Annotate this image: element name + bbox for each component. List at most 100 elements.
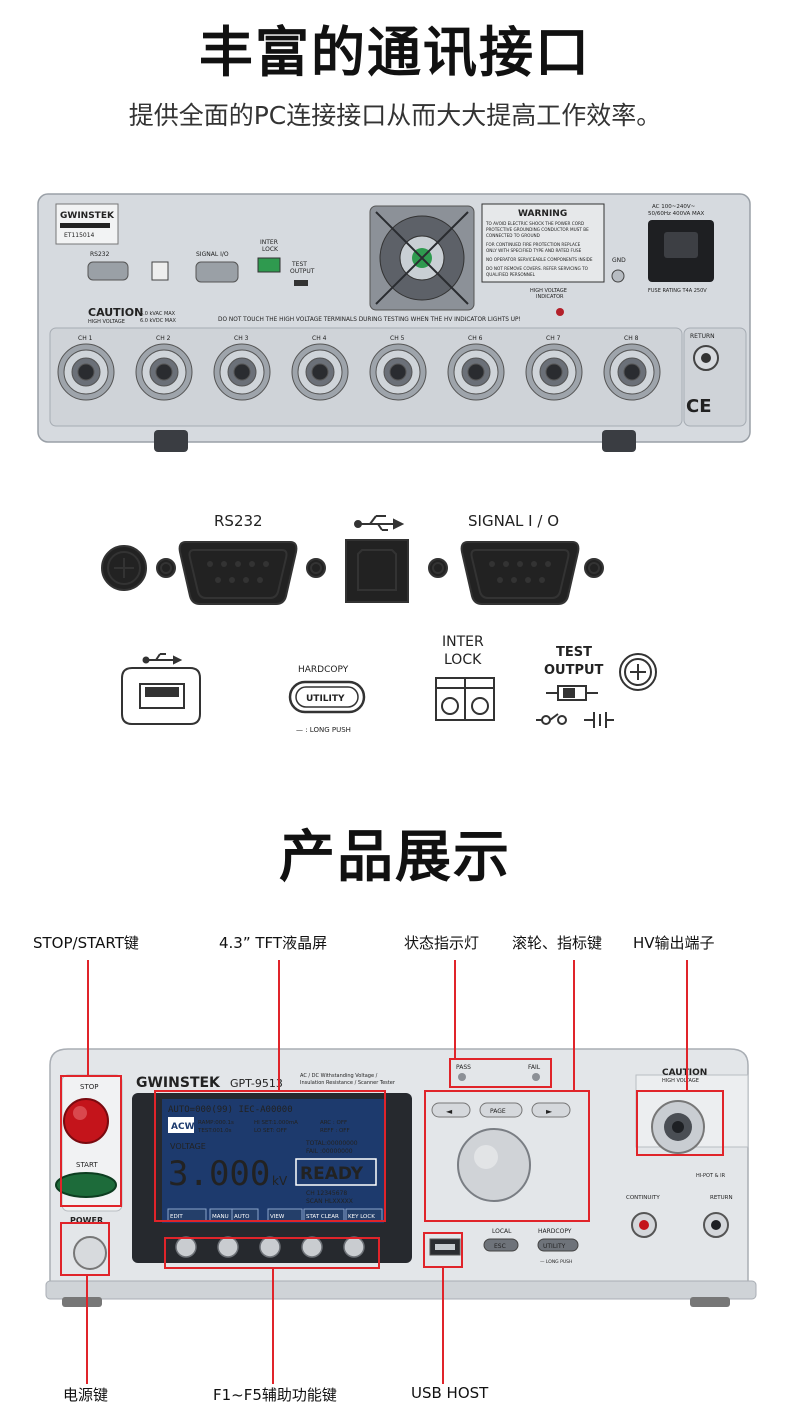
annotation-usb: USB HOST bbox=[411, 1384, 489, 1402]
warning-title: WARNING bbox=[518, 209, 567, 219]
ac-rating: AC 100~240V~ bbox=[652, 204, 696, 210]
svg-text:HIGH VOLTAGE: HIGH VOLTAGE bbox=[88, 319, 125, 325]
svg-text:PROTECTIVE GROUNDING CONDUCTOR: PROTECTIVE GROUNDING CONDUCTOR MUST BE bbox=[486, 227, 589, 232]
channel-label: CH 1 bbox=[78, 335, 93, 342]
power-button bbox=[73, 1236, 107, 1270]
front-return-label: RETURN bbox=[710, 1195, 733, 1201]
svg-text:DO NOT REMOVE COVERS. REFER SE: DO NOT REMOVE COVERS. REFER SERVICING TO bbox=[486, 266, 589, 271]
test-output-label-1: TEST bbox=[556, 645, 592, 660]
utility-front-key bbox=[537, 1238, 579, 1252]
screen-unit: kV bbox=[272, 1174, 288, 1188]
rear-rs232-label: RS232 bbox=[90, 251, 110, 258]
front-desc-1: AC / DC Withstanding Voltage / bbox=[300, 1073, 378, 1079]
callout-box-tft bbox=[154, 1090, 386, 1222]
lcd-screen bbox=[162, 1099, 384, 1223]
screen-reff: REFF : OFF bbox=[320, 1128, 350, 1134]
rs232-label: RS232 bbox=[214, 512, 263, 530]
svg-text:ONLY WITH SPECIFIED TYPE AND R: ONLY WITH SPECIFIED TYPE AND RATED FUSE bbox=[486, 248, 582, 253]
callout-line-fkeys bbox=[272, 1269, 274, 1384]
softkey-label: VIEW bbox=[270, 1214, 285, 1220]
callout-box-stop-start bbox=[60, 1075, 122, 1207]
annotation-status: 状态指示灯 bbox=[404, 934, 480, 952]
channel-terminal bbox=[311, 363, 329, 381]
svg-text:TO AVOID ELECTRIC SHOCK THE PO: TO AVOID ELECTRIC SHOCK THE POWER CORD bbox=[485, 221, 584, 226]
softkey-label: STAT CLEAR bbox=[306, 1214, 339, 1220]
screen-status: READY bbox=[300, 1164, 364, 1184]
rear-serial: ET115014 bbox=[64, 232, 95, 239]
gnd-terminal bbox=[611, 269, 625, 283]
rear-panel-image: GWINSTEK ET115014 RS232 SIGNAL I/O INTER… bbox=[37, 193, 751, 452]
screen-top-line: AUTO=000(99) IEC-A00000 bbox=[168, 1105, 293, 1115]
usb-a-symbol-icon bbox=[142, 653, 183, 665]
function-keys bbox=[175, 1236, 365, 1258]
rear-signal-port bbox=[195, 261, 239, 283]
usb-symbol-icon bbox=[354, 515, 405, 531]
section-title-interfaces: 丰富的通讯接口 bbox=[199, 21, 591, 84]
softkey-label: EDIT bbox=[170, 1214, 183, 1220]
svg-text:OUTPUT: OUTPUT bbox=[290, 268, 315, 275]
page-key bbox=[479, 1102, 523, 1118]
channel-terminal bbox=[233, 363, 251, 381]
rear-interlock-port bbox=[257, 257, 281, 273]
signal-io-label: SIGNAL I / O bbox=[468, 512, 559, 530]
svg-text:UTILITY: UTILITY bbox=[543, 1243, 566, 1250]
screen-test: TEST:001.0s bbox=[197, 1128, 232, 1134]
esc-key bbox=[483, 1238, 519, 1252]
svg-text:QUALIFIED PERSONNEL: QUALIFIED PERSONNEL bbox=[486, 272, 536, 277]
connector-pins bbox=[207, 561, 551, 583]
callout-box-hv-out bbox=[636, 1090, 724, 1156]
svg-text:ESC: ESC bbox=[494, 1243, 506, 1250]
left-arrow-key bbox=[431, 1102, 471, 1118]
svg-text:— LONG PUSH: — LONG PUSH bbox=[540, 1259, 572, 1265]
fuse-rating: FUSE RATING T4A 250V bbox=[648, 288, 707, 294]
svg-text:HIGH VOLTAGE: HIGH VOLTAGE bbox=[662, 1078, 699, 1084]
callout-box-status bbox=[449, 1058, 552, 1088]
start-button bbox=[55, 1172, 117, 1198]
annotation-stop-start: STOP/START键 bbox=[33, 934, 139, 952]
svg-text:NO OPERATOR SERVICEABLE COMPON: NO OPERATOR SERVICEABLE COMPONENTS INSID… bbox=[486, 257, 593, 262]
return-label: RETURN bbox=[690, 333, 715, 340]
ac-rating-2: 50/60Hz 400VA MAX bbox=[648, 211, 705, 217]
svg-text:◄: ◄ bbox=[446, 1107, 453, 1116]
svg-text:LOCK: LOCK bbox=[262, 246, 279, 253]
callout-box-power bbox=[60, 1222, 110, 1276]
screen-voltage-label: VOLTAGE bbox=[170, 1142, 206, 1151]
svg-text:CONNECTED TO GROUND: CONNECTED TO GROUND bbox=[486, 233, 540, 238]
rear-brand: GWINSTEK bbox=[60, 211, 115, 221]
softkey-label: AUTO bbox=[234, 1214, 250, 1220]
front-brand: GWINSTEK bbox=[136, 1075, 221, 1091]
channel-label: CH 6 bbox=[468, 335, 483, 342]
pass-led bbox=[458, 1073, 466, 1081]
annotation-hv-out: HV输出端子 bbox=[633, 934, 715, 952]
screen-mode: ACW bbox=[171, 1122, 195, 1132]
annotation-fkeys: F1~F5辅助功能键 bbox=[213, 1386, 337, 1404]
interface-diagram: RS232 SIGNAL I / O HARDCOPY UTILITY — : … bbox=[101, 512, 657, 734]
callout-box-fkeys bbox=[164, 1237, 380, 1269]
callout-line-power bbox=[86, 1276, 88, 1384]
hv-indicator-label: HIGH VOLTAGE bbox=[530, 288, 567, 294]
channel-terminal bbox=[545, 363, 563, 381]
pass-label: PASS bbox=[456, 1064, 471, 1071]
front-desc-2: Insulation Resistance / Scanner Tester bbox=[300, 1080, 396, 1086]
gnd-label: GND bbox=[612, 257, 626, 264]
long-push-label: — : LONG PUSH bbox=[296, 726, 351, 734]
annotation-tft: 4.3” TFT液晶屏 bbox=[219, 934, 328, 952]
start-label: START bbox=[76, 1161, 98, 1169]
channel-label: CH 3 bbox=[234, 335, 249, 342]
test-output-label-2: OUTPUT bbox=[544, 663, 604, 678]
screen-arc: ARC : OFF bbox=[320, 1120, 347, 1126]
continuity-label: CONTINUITY bbox=[626, 1195, 660, 1201]
callout-line-wheel bbox=[573, 960, 575, 1090]
hv-indicator-led bbox=[556, 308, 564, 316]
annotation-wheel: 滚轮、指标键 bbox=[512, 934, 603, 952]
screen-ramp: RAMP:000.1s bbox=[198, 1120, 234, 1126]
channel-label: CH 8 bbox=[624, 335, 639, 342]
front-panel-image: STOP START POWER GWINSTEK GPT-9513 AC / … bbox=[45, 1048, 757, 1307]
callout-line-stop-start bbox=[87, 960, 89, 1075]
power-label: POWER bbox=[70, 1216, 103, 1225]
callout-line-tft bbox=[278, 960, 280, 1090]
rear-rs232-port bbox=[87, 261, 129, 281]
ce-mark-icon: CE bbox=[686, 396, 712, 417]
test-output-terminal bbox=[536, 653, 657, 728]
